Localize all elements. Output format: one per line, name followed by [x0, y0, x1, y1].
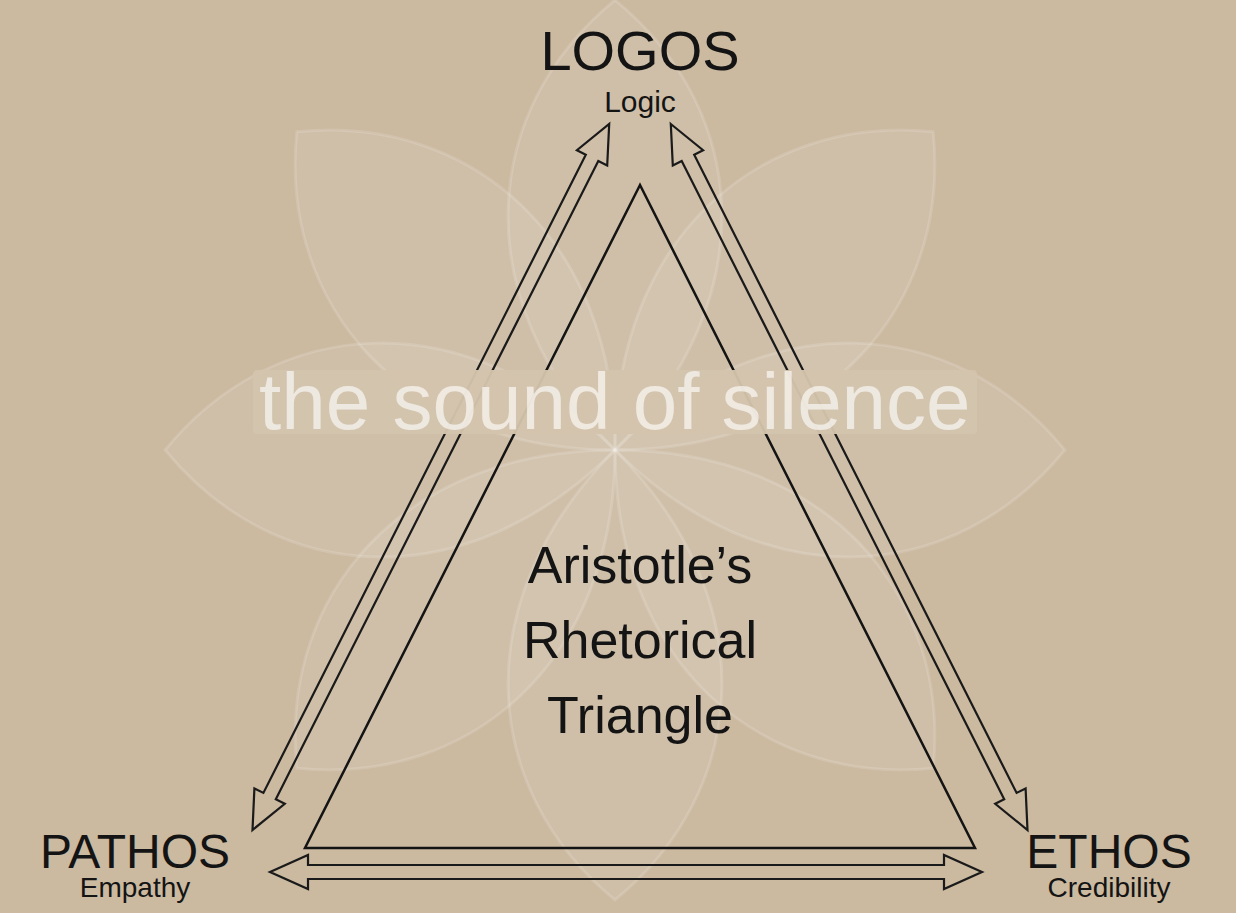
vertex-name: LOGOS	[540, 18, 740, 84]
vertex-label: LOGOSLogic	[524, 14, 756, 124]
vertex-label: PATHOSEmpathy	[0, 830, 270, 908]
lotus-flower	[165, 0, 1065, 900]
rhetorical-triangle: Aristotle’s Rhetorical Triangle	[300, 180, 980, 852]
vertex-meaning: Logic	[540, 84, 740, 120]
hollow-double-arrow	[270, 855, 982, 889]
watermark-text: the sound of silence	[253, 370, 977, 434]
vertex-meaning: Empathy	[12, 874, 258, 902]
lotus-petal	[221, 56, 690, 525]
triangle-title: Aristotle’s Rhetorical Triangle	[470, 528, 810, 753]
triangle-shape	[300, 180, 980, 852]
vertex-name: PATHOS	[12, 830, 258, 874]
triangle-outline	[305, 185, 975, 848]
vertex-label: ETHOSCredibility	[982, 830, 1236, 908]
vertex-name: ETHOS	[994, 830, 1224, 874]
vertex-meaning: Credibility	[994, 874, 1224, 902]
